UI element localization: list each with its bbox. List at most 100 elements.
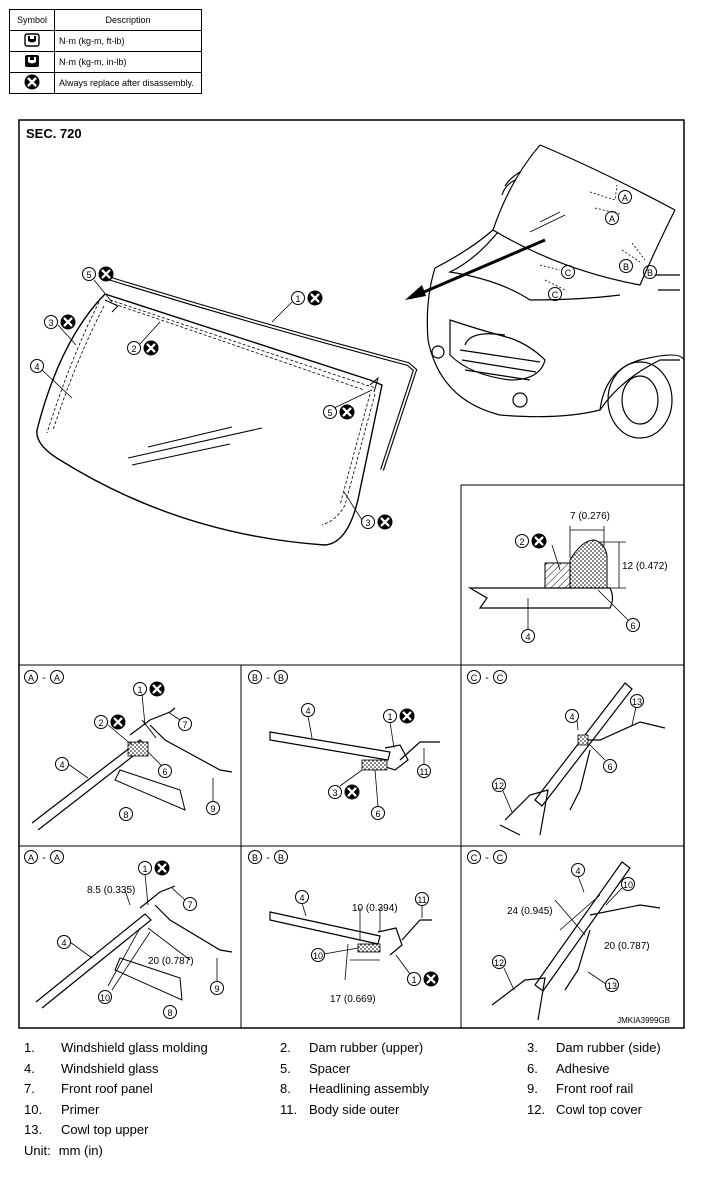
section-title-cc-lower: C - C [467, 850, 507, 864]
svg-text:C: C [471, 673, 478, 683]
dim-aa-primer: 20 (0.787) [148, 956, 194, 967]
dim-adhesive-height: 12 (0.472) [622, 561, 668, 572]
legend-text: Spacer [309, 1060, 351, 1076]
svg-text:-: - [485, 672, 489, 684]
legend-num: 12. [527, 1101, 546, 1117]
callout-3-main-left: 3 [44, 313, 77, 346]
svg-text:7: 7 [187, 900, 192, 910]
legend-text: Windshield glass molding [61, 1040, 208, 1055]
svg-text:11: 11 [417, 895, 426, 905]
dim-bb-primer: 17 (0.669) [330, 994, 376, 1005]
unit-line: Unit:mm (in) [24, 1143, 111, 1158]
callout-2-main: 2 [127, 321, 161, 357]
svg-text:C: C [497, 853, 504, 863]
svg-text:3: 3 [332, 788, 337, 798]
legend-num: 8. [280, 1081, 291, 1096]
legend-text: Body side outer [309, 1101, 400, 1117]
legend-text: Dam rubber (side) [556, 1040, 661, 1055]
legend-num: 6. [527, 1060, 538, 1076]
legend-num: 3. [527, 1040, 538, 1055]
section-title-aa-upper: A - A [24, 670, 64, 684]
svg-text:4: 4 [299, 893, 304, 903]
svg-text:13: 13 [632, 697, 642, 707]
legend-text: Dam rubber (upper) [309, 1040, 424, 1055]
svg-text:8: 8 [123, 810, 128, 820]
svg-text:-: - [42, 672, 46, 684]
svg-text:1: 1 [411, 975, 416, 985]
legend-text: Primer [61, 1101, 100, 1117]
svg-text:B: B [252, 673, 258, 683]
svg-text:B: B [278, 853, 284, 863]
windshield-glass-drawing [36, 276, 418, 546]
parts-legend: 1.Windshield glass molding 2.Dam rubber … [24, 1040, 703, 1143]
svg-text:9: 9 [214, 984, 219, 994]
callouts-bb-upper: 4 1 11 3 6 [301, 703, 431, 820]
svg-text:A: A [54, 673, 60, 683]
legend-num: 7. [24, 1081, 35, 1096]
svg-text:6: 6 [630, 621, 635, 631]
svg-text:5: 5 [86, 270, 91, 280]
svg-text:A: A [609, 214, 615, 224]
svg-text:1: 1 [142, 864, 147, 874]
svg-text:B: B [623, 262, 629, 272]
svg-text:7: 7 [182, 720, 187, 730]
svg-text:5: 5 [327, 408, 332, 418]
svg-text:2: 2 [98, 718, 103, 728]
svg-text:2: 2 [519, 537, 524, 547]
svg-text:11: 11 [419, 767, 428, 777]
svg-text:B: B [647, 268, 653, 278]
section-aa-lower-drawing [35, 885, 233, 1009]
svg-text:4: 4 [569, 712, 574, 722]
section-title-bb-lower: B - B [248, 850, 288, 864]
callout-1-main: 1 [271, 289, 324, 323]
svg-text:9: 9 [210, 804, 215, 814]
legend-num: 5. [280, 1060, 291, 1076]
section-bb-lower-drawing [269, 908, 432, 981]
callouts-bb-lower: 4 11 10 1 [295, 890, 440, 988]
section-title-aa-lower: A - A [24, 850, 64, 864]
callouts-aa-lower: 1 7 4 10 8 9 [57, 859, 224, 1019]
svg-text:-: - [485, 852, 489, 864]
svg-text:12: 12 [494, 781, 504, 791]
svg-text:C: C [552, 290, 559, 300]
legend-text: Windshield glass [61, 1060, 159, 1076]
svg-text:6: 6 [375, 809, 380, 819]
legend-text: Cowl top cover [556, 1101, 642, 1117]
svg-text:1: 1 [295, 294, 300, 304]
legend-text: Headlining assembly [309, 1081, 429, 1096]
callout-4-main: 4 [30, 359, 73, 399]
section-label: SEC. 720 [26, 126, 82, 141]
legend-num: 13. [24, 1122, 43, 1137]
car-markers: A A C C B B [548, 190, 657, 301]
svg-text:-: - [42, 852, 46, 864]
svg-text:B: B [278, 673, 284, 683]
svg-text:C: C [497, 673, 504, 683]
callout-5-main-upper: 5 [82, 265, 115, 303]
dim-cc-glass: 24 (0.945) [507, 906, 553, 917]
symbol-table: Symbol Description N·m (kg-m, ft-lb) N·m… [9, 9, 202, 94]
svg-text:4: 4 [34, 362, 39, 372]
section-cc-lower-drawing [491, 861, 661, 1021]
legend-num: 4. [24, 1060, 35, 1076]
svg-text:C: C [471, 853, 478, 863]
svg-text:13: 13 [607, 981, 617, 991]
svg-text:4: 4 [61, 938, 66, 948]
svg-text:12: 12 [494, 958, 504, 968]
section-bb-upper-drawing [269, 731, 440, 771]
svg-text:10: 10 [313, 951, 323, 961]
svg-text:3: 3 [365, 518, 370, 528]
svg-text:A: A [28, 853, 34, 863]
svg-text:1: 1 [387, 712, 392, 722]
callout-5-main-lower: 5 [323, 389, 373, 421]
svg-text:A: A [28, 673, 34, 683]
svg-text:4: 4 [305, 706, 310, 716]
svg-text:1: 1 [137, 685, 142, 695]
unit-label: Unit: [24, 1143, 51, 1158]
adhesive-detail-drawing [467, 526, 629, 630]
legend-text: Front roof panel [61, 1081, 153, 1096]
svg-text:2: 2 [131, 344, 136, 354]
section-cc-upper-drawing [499, 682, 666, 836]
svg-text:-: - [266, 852, 270, 864]
dim-adhesive-width: 7 (0.276) [570, 511, 610, 522]
svg-text:A: A [54, 853, 60, 863]
